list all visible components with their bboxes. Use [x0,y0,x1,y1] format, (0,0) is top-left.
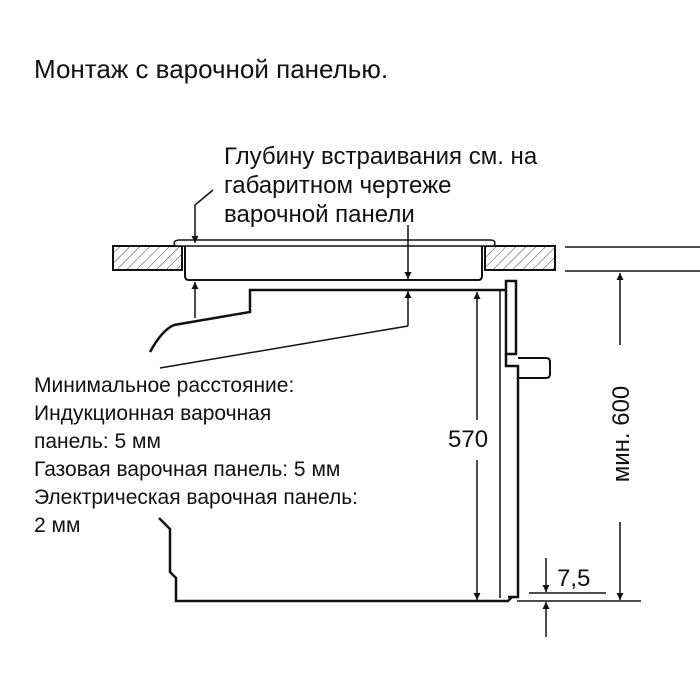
depth-note-line-3: варочной панели [224,201,415,228]
knob [518,357,551,379]
diagram-title: Монтаж с варочной панелью. [34,54,389,84]
min-distance-line: 2 мм [34,514,81,537]
countertop-right [484,245,556,271]
oven-front [504,279,518,356]
countertop-left [112,245,183,271]
min-distance-line: панель: 5 мм [34,430,161,453]
dimension-gap: 7,5 [557,565,590,592]
min-distance-line: Газовая варочная панель: 5 мм [34,458,341,481]
cooktop [173,239,496,247]
dimension-570: 570 [448,426,488,453]
min-distance-line: Электрическая варочная панель: [34,486,359,509]
dimension-min-600: мин. 600 [608,386,635,483]
depth-note-line-2: габаритном чертеже [224,172,452,199]
min-distance-line: Индукционная варочная [34,402,272,425]
depth-note-line-1: Глубину встраивания см. на [224,143,538,170]
min-distance-heading: Минимальное расстояние: [34,374,295,397]
oven-body [148,288,506,353]
